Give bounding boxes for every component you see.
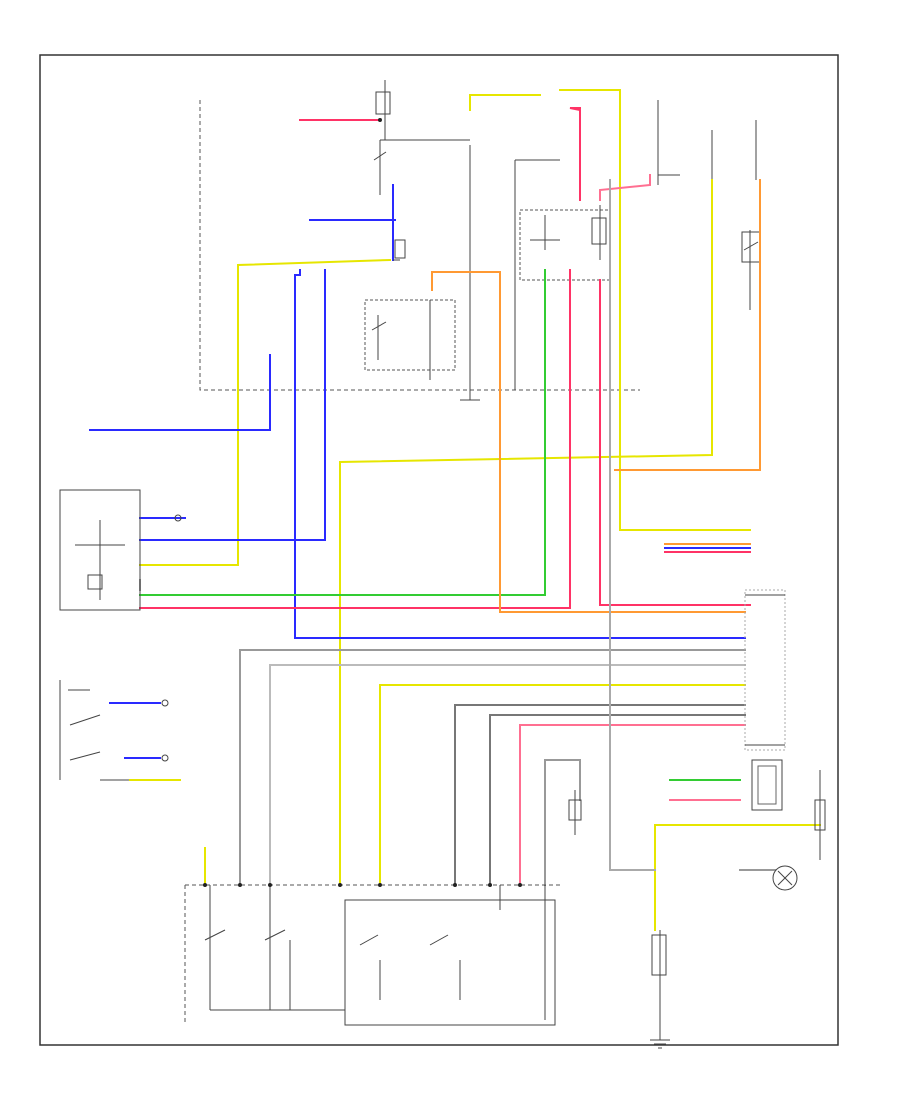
instrument-cluster-assembly [751,759,826,891]
headlight-relay-box [519,209,611,281]
wire-harness [89,89,821,931]
underhood-box-boundary [199,100,640,391]
indicator-lamp [772,865,798,891]
combination-switch-box [59,489,141,611]
lower-relay-box [344,899,556,1026]
cluster-indicator [751,759,783,811]
horn-relay-box [364,299,456,371]
gauge-module-connector [744,589,786,751]
ground-symbol [650,930,670,1049]
multiplex-control-unit [185,883,560,1026]
combination-switch-assembly [59,489,182,781]
upper-relay-section [299,80,761,401]
central-fuse [568,790,582,835]
diagram-frame [39,54,839,1046]
